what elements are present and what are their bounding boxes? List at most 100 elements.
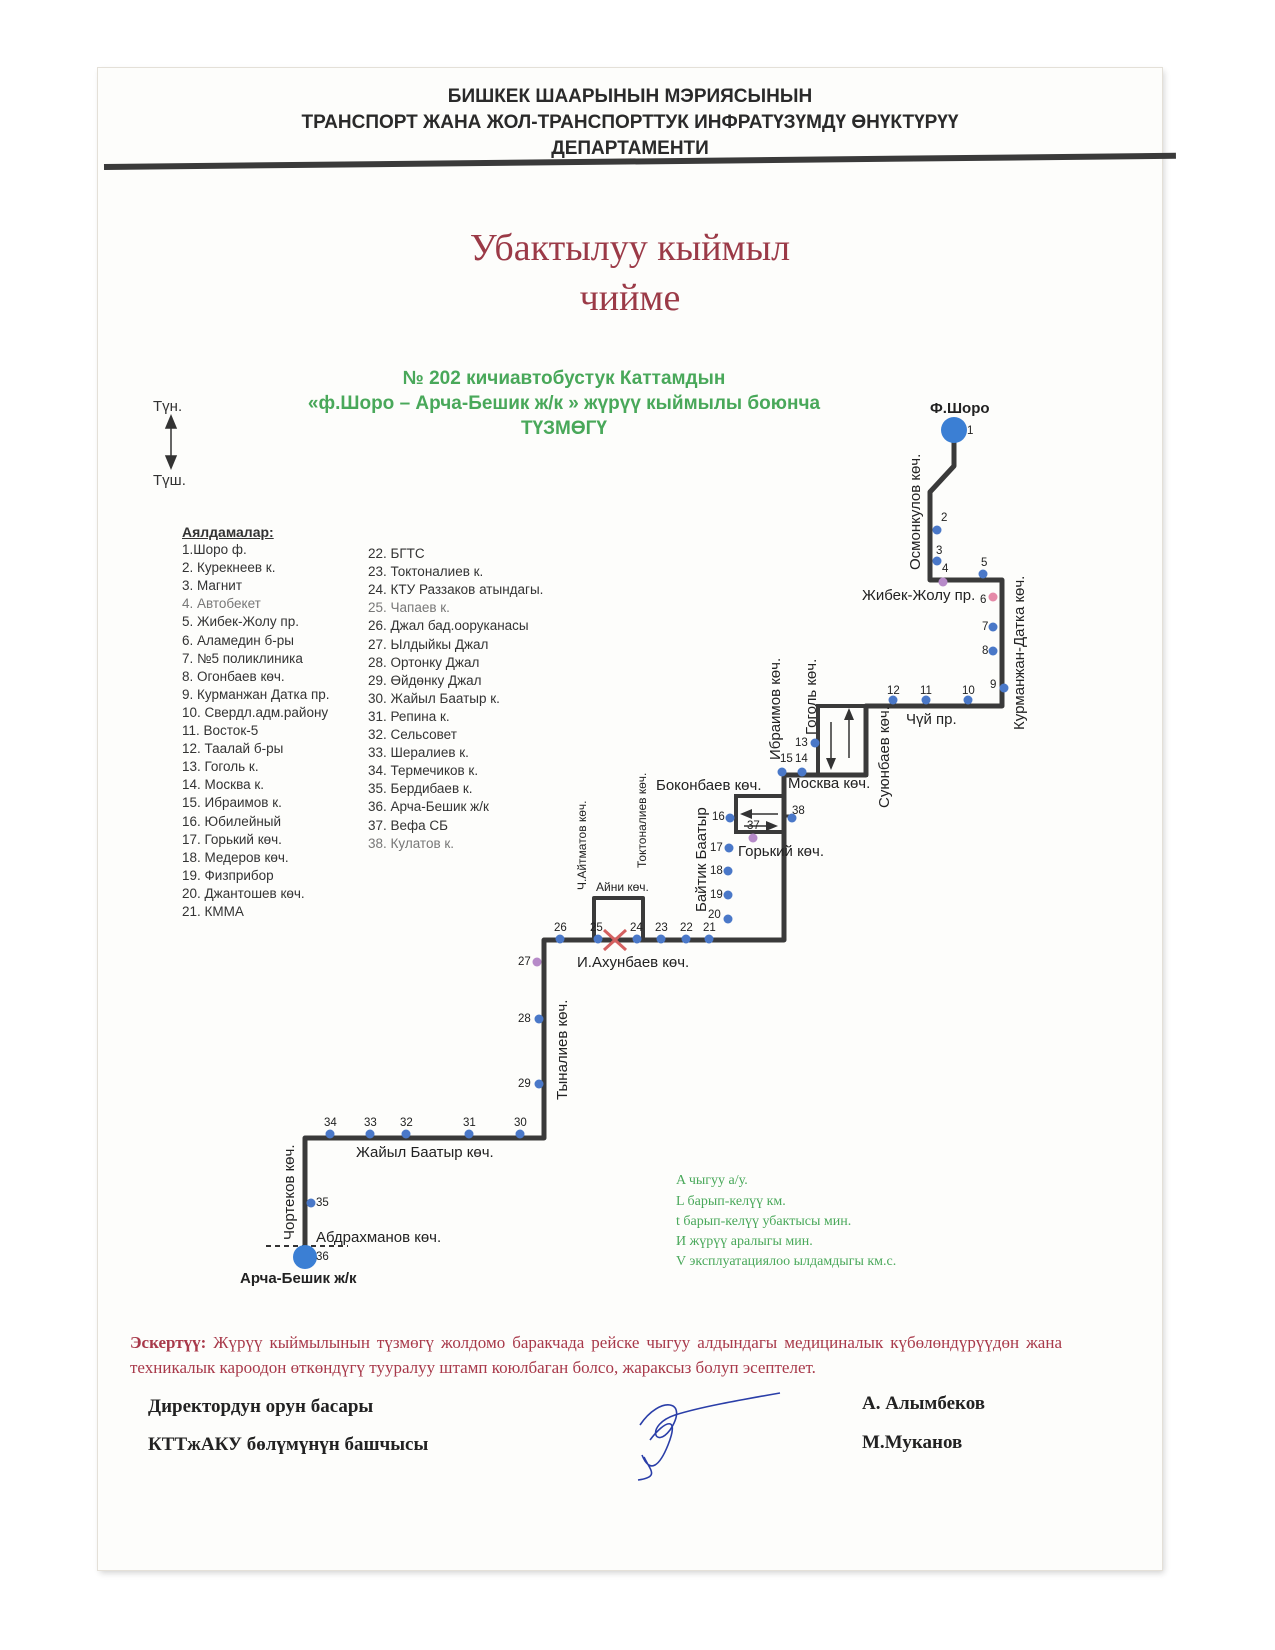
stop-list-item: 27. Ылдыйкы Джал [368, 636, 489, 652]
stop-marker [704, 934, 714, 944]
compass-arrow-icon [164, 414, 178, 470]
stop-number-label: 31 [463, 1117, 476, 1129]
stop-list-item: 22. БГТС [368, 546, 425, 561]
stop-number-label: 19 [710, 889, 723, 901]
stop-number-label: 9 [990, 679, 996, 691]
stop-marker [723, 890, 733, 900]
legend-a: A чыгуу а/у. [676, 1173, 748, 1188]
stop-marker [723, 914, 733, 924]
stop-marker [988, 592, 998, 602]
stop-marker [725, 813, 735, 823]
street-label: Токтоналиев көч. [635, 773, 649, 868]
stop-marker [534, 1079, 544, 1089]
street-label: Ибраимов көч. [767, 658, 784, 760]
signature-name-2: М.Муканов [862, 1432, 963, 1453]
stop-number-label: 17 [710, 842, 723, 854]
stop-list-item: 30. Жайыл Баатыр к. [368, 690, 500, 706]
terminal-start-label: Ф.Шоро [930, 400, 990, 417]
stop-number-label: 29 [518, 1078, 531, 1090]
road-closure-icon [602, 928, 628, 952]
stop-number-label: 35 [316, 1197, 329, 1209]
stop-marker [810, 738, 820, 748]
stop-list-item: 31. Репина к. [368, 708, 450, 724]
note-label: Эскертүү: [130, 1333, 207, 1352]
stop-number-label: 30 [514, 1117, 527, 1129]
stop-marker [724, 843, 734, 853]
street-label: И.Ахунбаев көч. [577, 954, 689, 971]
stop-number-label: 21 [703, 922, 716, 934]
stop-marker [999, 683, 1009, 693]
handwritten-signature [637, 1392, 781, 1481]
stop-list-item: 25. Чапаев к. [368, 600, 450, 616]
terminal-start-marker [941, 417, 967, 443]
stop-list-item: 4. Автобекет [182, 596, 261, 612]
street-label: Чортеков көч. [281, 1145, 298, 1241]
stop-list-item: 32. Сельсовет [368, 727, 457, 742]
stop-list-item: 26. Джал бад.ооруканасы [368, 618, 529, 634]
stop-marker [888, 695, 898, 705]
stop-list-item: 19. Физприбор [182, 867, 274, 883]
stop-number-label: 13 [795, 737, 808, 749]
stop-marker [534, 1014, 544, 1024]
stop-number-label: 5 [981, 557, 987, 569]
subtitle-line2: «ф.Шоро – Арча-Бешик ж/к » жүрүү кыймылы… [307, 393, 821, 414]
stop-marker [593, 934, 603, 944]
stop-list-item: 21. КММА [182, 904, 244, 919]
stop-list-item: 12. Таалай б-ры [182, 741, 284, 757]
stops-heading: Аялдамалар: [182, 524, 274, 540]
stop-marker [555, 934, 565, 944]
street-label: Горький көч. [738, 843, 824, 860]
street-label: Жайыл Баатыр көч. [356, 1144, 494, 1161]
stop-list-item: 29. Өйдөнку Джал [368, 672, 482, 688]
route-loop-bokonbaev [734, 794, 786, 834]
stop-list-item: 38. Кулатов к. [368, 835, 455, 851]
stop-list-item: 2. Курекнеев к. [182, 560, 276, 576]
stop-marker [932, 525, 942, 535]
stop-list-item: 9. Курманжан Датка пр. [182, 686, 330, 702]
stop-list-item: 34. Термечиков к. [368, 763, 479, 779]
stop-number-label: 23 [655, 922, 668, 934]
stop-list-item: 5. Жибек-Жолу пр. [182, 614, 299, 630]
stop-list-item: 10. Свердл.адм.району [182, 704, 329, 720]
stop-list-item: 3. Магнит [182, 578, 243, 594]
stop-marker [656, 934, 666, 944]
stop-marker [988, 646, 998, 656]
stop-marker [464, 1129, 474, 1139]
stop-number-label: 4 [942, 563, 949, 575]
stop-marker [963, 695, 973, 705]
street-label: Чүй пр. [906, 711, 957, 728]
stop-number-label: 34 [324, 1117, 337, 1129]
stop-marker [938, 577, 948, 587]
street-label: Боконбаев көч. [656, 777, 762, 794]
street-label: Абдрахманов көч. [316, 1229, 441, 1246]
stop-marker [978, 569, 988, 579]
stop-list-item: 36. Арча-Бешик ж/к [368, 799, 489, 815]
stop-list-item: 23. Токтоналиев к. [368, 564, 484, 580]
stop-list-item: 37. Вефа СБ [368, 817, 449, 833]
stop-list-item: 14. Москва к. [182, 777, 265, 793]
stop-marker [787, 813, 797, 823]
stop-number-label: 18 [710, 865, 723, 877]
street-label: Гоголь көч. [803, 659, 820, 735]
header-line2: ТРАНСПОРТ ЖАНА ЖОЛ-ТРАНСПОРТТУК ИНФРАТҮЗ… [301, 112, 959, 133]
stop-number-label: 6 [980, 594, 986, 606]
street-label: Тыналиев көч. [554, 1000, 571, 1100]
stop-list-item: 24. КТУ Раззаков атындагы. [368, 582, 544, 598]
stop-number-label: 12 [887, 685, 900, 697]
page-title-line2: чийме [579, 277, 681, 319]
stop-marker [723, 866, 733, 876]
stop-marker [988, 622, 998, 632]
stop-marker [777, 767, 787, 777]
stop-number-label: 14 [795, 753, 808, 765]
stop-marker [932, 556, 942, 566]
stop-number-label: 1 [967, 425, 973, 437]
street-label: Байтик Баатыр [693, 807, 710, 912]
signature-position-2: КТТжАКУ бөлүмүнүн башчысы [148, 1434, 429, 1455]
stop-number-label: 32 [400, 1117, 413, 1129]
stop-marker [921, 695, 931, 705]
stop-number-label: 28 [518, 1013, 531, 1025]
legend-v: V эксплуатациялоо ылдамдыгы км.с. [676, 1254, 897, 1269]
stop-number-label: 15 [780, 753, 793, 765]
stop-number-label: 20 [708, 909, 721, 921]
stop-list-item: 15. Ибраимов к. [182, 795, 282, 811]
